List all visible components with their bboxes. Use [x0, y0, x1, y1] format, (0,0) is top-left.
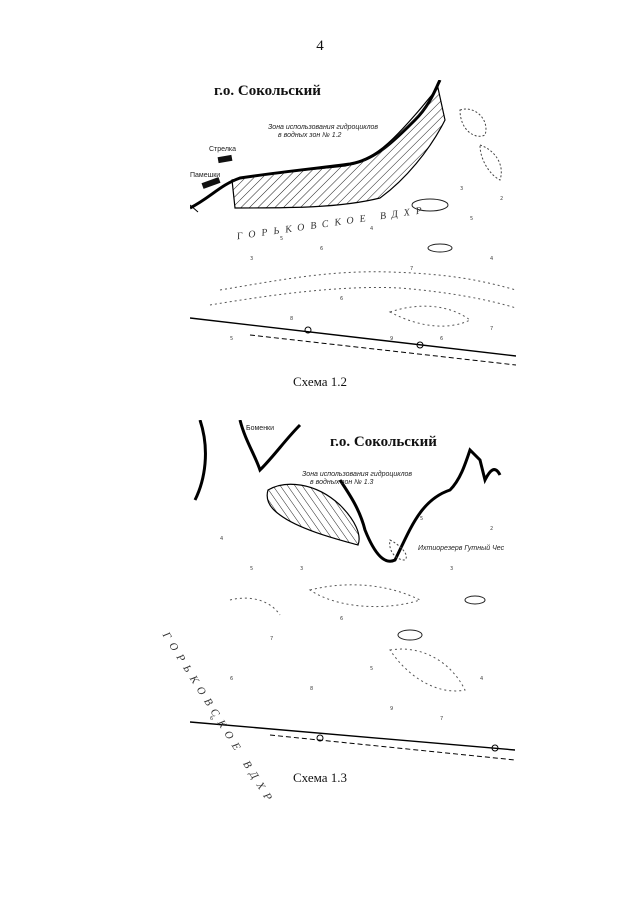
svg-text:5: 5 — [250, 566, 253, 572]
svg-text:4: 4 — [220, 536, 223, 542]
svg-text:3: 3 — [300, 566, 303, 572]
svg-text:9: 9 — [390, 706, 393, 712]
svg-text:4: 4 — [490, 256, 493, 262]
svg-text:7: 7 — [270, 636, 273, 642]
place-label-bomenki: Боменки — [246, 425, 275, 432]
svg-text:8: 8 — [310, 686, 313, 692]
map-title-scheme-1-2: г.о. Сокольский — [214, 83, 321, 99]
svg-text:6: 6 — [340, 616, 343, 622]
svg-text:3: 3 — [450, 566, 453, 572]
svg-text:7: 7 — [490, 326, 493, 332]
map-title-scheme-1-3: г.о. Сокольский — [330, 434, 437, 450]
map-scheme-1-2-drawing: 5 6 4 3 7 5 4 6 8 5 6 7 3 2 9 — [190, 80, 516, 366]
svg-text:7: 7 — [440, 716, 443, 722]
zone-label-line2: в водных зон № 1.3 — [310, 479, 374, 486]
map-scheme-1-3: 4 5 3 6 7 5 6 8 7 4 3 2 5 6 9 — [190, 420, 515, 765]
svg-text:9: 9 — [390, 336, 393, 342]
svg-text:5: 5 — [370, 666, 373, 672]
svg-text:3: 3 — [460, 186, 463, 192]
place-label-strelka: Стрелка — [209, 146, 237, 153]
svg-text:5: 5 — [230, 336, 233, 342]
svg-text:5: 5 — [420, 516, 423, 522]
svg-text:3: 3 — [250, 256, 253, 262]
caption-scheme-1-3: Схема 1.3 — [292, 770, 348, 785]
svg-text:6: 6 — [440, 336, 443, 342]
svg-text:6: 6 — [210, 716, 213, 722]
svg-text:4: 4 — [480, 676, 483, 682]
svg-text:6: 6 — [320, 246, 323, 252]
svg-text:8: 8 — [290, 316, 293, 322]
svg-text:6: 6 — [340, 296, 343, 302]
map-scheme-1-3-drawing: 4 5 3 6 7 5 6 8 7 4 3 2 5 6 9 — [190, 420, 515, 761]
zone-label-line1: Зона использования гидроциклов — [302, 471, 413, 478]
zone-label-scheme-1-2: Зона использования гидроциклов в водных … — [268, 124, 378, 140]
zone-label-line2: в водных зон № 1.2 — [278, 132, 342, 139]
caption-scheme-1-2: Схема 1.2 — [292, 374, 348, 389]
svg-text:2: 2 — [500, 196, 503, 202]
zone-label-line1: Зона использования гидроциклов — [268, 124, 379, 131]
svg-text:2: 2 — [490, 526, 493, 532]
zone-label-scheme-1-3: Зона использования гидроциклов в водных … — [302, 471, 412, 487]
page-number: 4 — [316, 38, 324, 54]
svg-text:6: 6 — [230, 676, 233, 682]
place-label-pameshi: Памешки — [190, 172, 221, 179]
map-scheme-1-2: 5 6 4 3 7 5 4 6 8 5 6 7 3 2 9 — [190, 80, 516, 370]
svg-text:5: 5 — [280, 236, 283, 242]
place-label-right: Ихтиорезерв Гутный Чес — [418, 545, 505, 552]
svg-text:7: 7 — [410, 266, 413, 272]
svg-text:5: 5 — [470, 216, 473, 222]
svg-text:4: 4 — [370, 226, 373, 232]
